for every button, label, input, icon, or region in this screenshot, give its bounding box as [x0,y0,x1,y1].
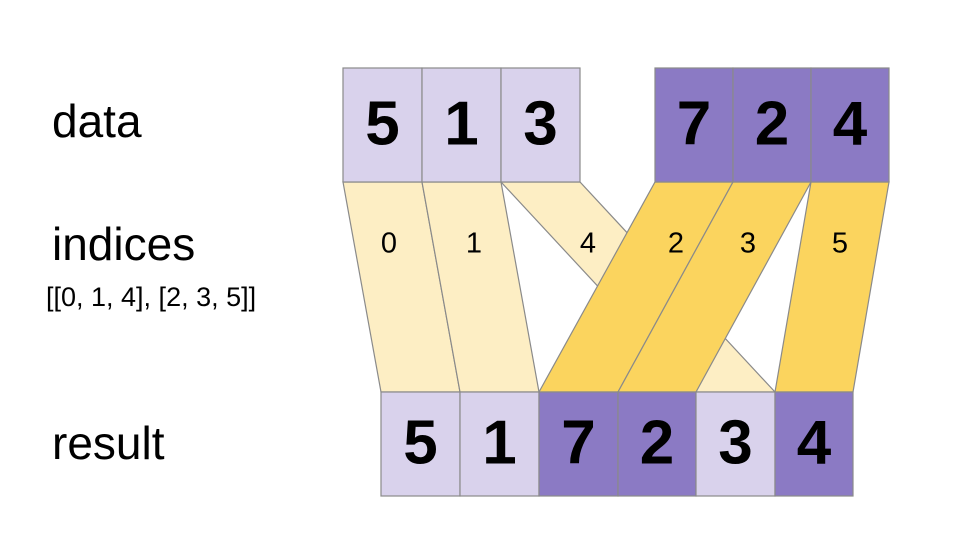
result-cell-value-0: 5 [403,408,437,477]
data-cell-group-b-0 [654,67,734,183]
index-label-5: 5 [832,228,848,260]
result-cell-5 [774,391,854,497]
data-cell-group-a-0 [342,67,423,183]
row-label-result: result [52,417,165,469]
data-cell-value-group-a-1: 1 [444,89,478,158]
index-label-1: 1 [466,228,482,260]
data-cell-group-a-1 [421,67,502,183]
result-cell-3 [617,391,697,497]
data-cell-group-b-2 [810,67,890,183]
ribbons-layer [342,181,890,393]
data-cell-value-group-a-2: 3 [523,89,557,158]
index-label-3: 2 [668,228,684,260]
data-cell-value-group-b-0: 7 [677,89,711,158]
data-cell-value-group-a-0: 5 [365,89,399,158]
result-cell-value-3: 2 [640,408,674,477]
row-label-indices: indices [52,218,196,270]
row-label-data: data [52,95,142,147]
indices-value-text: [[0, 1, 4], [2, 3, 5]] [46,282,257,312]
data-cell-value-group-b-2: 4 [833,89,868,158]
result-cell-value-4: 3 [718,408,752,477]
result-cell-1 [459,391,540,497]
result-cell-4 [695,391,776,497]
result-cell-value-5: 4 [797,408,832,477]
result-cell-value-1: 1 [482,408,516,477]
index-label-4: 3 [740,228,756,260]
data-cell-group-b-1 [732,67,812,183]
result-cell-2 [538,391,619,497]
data-cell-value-group-b-1: 2 [755,89,789,158]
index-label-0: 0 [381,228,397,260]
data-cell-group-a-2 [500,67,581,183]
index-label-2: 4 [580,228,596,260]
ribbon-labels-layer: 0 1 4 2 3 5 [381,228,848,260]
result-cell-0 [380,391,461,497]
result-cell-value-2: 7 [561,408,595,477]
